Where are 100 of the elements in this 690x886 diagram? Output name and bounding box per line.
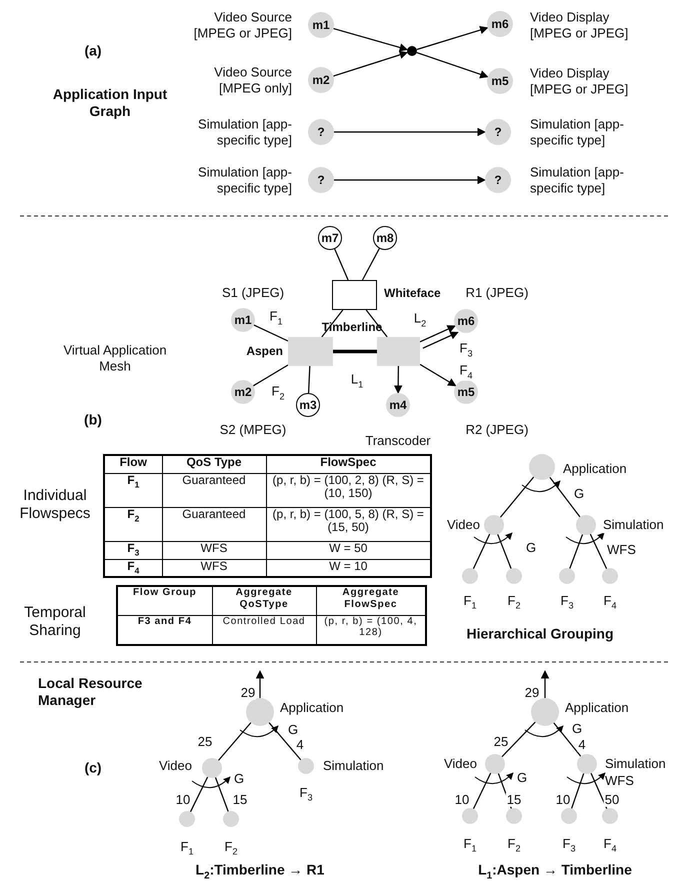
header-cell: Flow Group xyxy=(117,586,212,615)
node-caption: Simulation [app-specific type] xyxy=(530,116,625,148)
module-node: m5 xyxy=(487,68,513,94)
table-cell: (p, r, b) = (100, 5, 8) (R, S) = (15, 50) xyxy=(266,507,431,541)
node-caption: Video Source [MPEG or JPEG] xyxy=(192,9,292,41)
arrow xyxy=(334,128,486,136)
section-label: (a) xyxy=(84,42,102,60)
edge-label: L$_{1}$ xyxy=(350,372,364,390)
node-caption: G xyxy=(572,721,582,737)
section-label: Hierarchical Grouping xyxy=(466,626,614,642)
node-caption: Video Display [MPEG or JPEG] xyxy=(530,9,630,41)
edge-label: 25 xyxy=(492,734,510,750)
table-cell: Guaranteed xyxy=(162,507,266,541)
module-node: m4 xyxy=(386,393,410,417)
edge-label: 29 xyxy=(240,686,256,700)
unknown-node: ? xyxy=(485,167,511,193)
table-cell: F$_{1}$ xyxy=(104,473,162,507)
edge-label: L$_{2}$ xyxy=(412,312,428,328)
module-node: m2 xyxy=(231,380,255,404)
node-caption: S1 (JPEG) xyxy=(222,285,284,301)
chart-caption: L$_{1}$:Aspen → Timberline xyxy=(478,862,632,882)
connector-line xyxy=(549,477,580,518)
arrow xyxy=(420,325,456,342)
node-caption: G xyxy=(517,770,528,786)
node-label: Simulation xyxy=(603,517,664,533)
node-caption: WFS xyxy=(605,773,634,789)
arrow xyxy=(394,366,402,394)
connector-line xyxy=(590,772,608,809)
connector-line xyxy=(472,772,492,810)
node-caption: Video Display [MPEG or JPEG] xyxy=(530,65,630,97)
unknown-node: ? xyxy=(308,167,334,193)
node-caption: WFS xyxy=(607,542,636,558)
node-caption: Aspen xyxy=(246,344,283,358)
connector-line xyxy=(218,722,252,761)
arrow xyxy=(334,176,486,184)
module-node: m1 xyxy=(308,12,334,38)
connector-line xyxy=(497,534,512,569)
module-node: m6 xyxy=(487,11,513,37)
connector-line xyxy=(498,773,512,809)
node-caption: G xyxy=(234,771,244,787)
node-caption: G xyxy=(288,722,298,738)
connector-line xyxy=(308,366,310,394)
connector-line xyxy=(501,722,536,758)
node-caption: Simulation [app-specific type] xyxy=(530,164,625,196)
header-cell: QoS Type xyxy=(162,455,266,473)
node-caption: R2 (JPEG) xyxy=(466,422,528,438)
edge-label: F$_{2}$ xyxy=(270,384,286,402)
connector-line xyxy=(362,248,380,280)
module-node: m3 xyxy=(296,393,320,417)
connector-line xyxy=(253,364,288,386)
node-caption: Simulation [app-specific type] xyxy=(197,164,292,196)
section-label: Individual Flowspecs xyxy=(18,487,92,523)
edge-label: 4 xyxy=(577,738,587,752)
connector-line xyxy=(334,248,349,280)
section-label: Virtual Application Mesh xyxy=(62,342,168,374)
module-node: m8 xyxy=(373,226,397,250)
module-node: m7 xyxy=(318,226,342,250)
node-caption: Video Source [MPEG only] xyxy=(213,64,292,96)
edge-label: 10 xyxy=(174,792,192,808)
section-label: Local Resource Manager xyxy=(38,675,144,709)
node-caption: Simulation [app-specific type] xyxy=(197,116,292,148)
edge-label: 10 xyxy=(454,792,470,808)
module-node: m2 xyxy=(308,67,334,93)
arrow xyxy=(333,50,408,77)
arrow xyxy=(256,670,264,698)
arrow xyxy=(416,52,488,78)
connector-line xyxy=(333,350,377,354)
connector-line xyxy=(571,773,584,809)
table-cell: (p, r, b) = (100, 2, 8) (R, S) = (10, 150) xyxy=(266,473,431,507)
edge-label: F$_{1}$ xyxy=(268,310,284,326)
arrow xyxy=(333,28,408,52)
node-caption: S2 (MPEG) xyxy=(220,422,286,438)
table-cell: Guaranteed xyxy=(162,473,266,507)
node-caption: Whiteface xyxy=(384,286,441,300)
section-label: Temporal Sharing xyxy=(23,604,87,640)
arrow xyxy=(416,26,488,50)
table-cell: F$_{3}$ xyxy=(104,541,162,559)
arrow xyxy=(420,364,456,386)
edge-label: 15 xyxy=(232,792,248,808)
node-caption: G xyxy=(526,540,536,556)
edge-label: F$_{3}$ xyxy=(458,342,474,358)
edge-label: 15 xyxy=(506,792,522,808)
node-label: Application xyxy=(565,700,629,716)
connector-line xyxy=(268,722,302,760)
section-label: (c) xyxy=(84,760,102,776)
node-label: Application xyxy=(280,700,344,716)
section-label: Application Input Graph xyxy=(52,86,168,120)
node-caption: R1 (JPEG) xyxy=(466,285,528,301)
node-caption: Transcoder xyxy=(365,433,431,449)
arrow xyxy=(540,670,550,698)
connector-line xyxy=(500,476,534,518)
edge-label: 10 xyxy=(554,792,572,808)
connector-line xyxy=(569,534,584,569)
node-caption: G xyxy=(574,486,584,502)
section-label: (b) xyxy=(84,412,102,428)
connector-line xyxy=(553,722,582,757)
table-cell: F$_{2}$ xyxy=(104,507,162,541)
header-cell: FlowSpec xyxy=(266,455,431,473)
unknown-node: ? xyxy=(485,119,511,145)
node-label: Application xyxy=(563,461,627,477)
